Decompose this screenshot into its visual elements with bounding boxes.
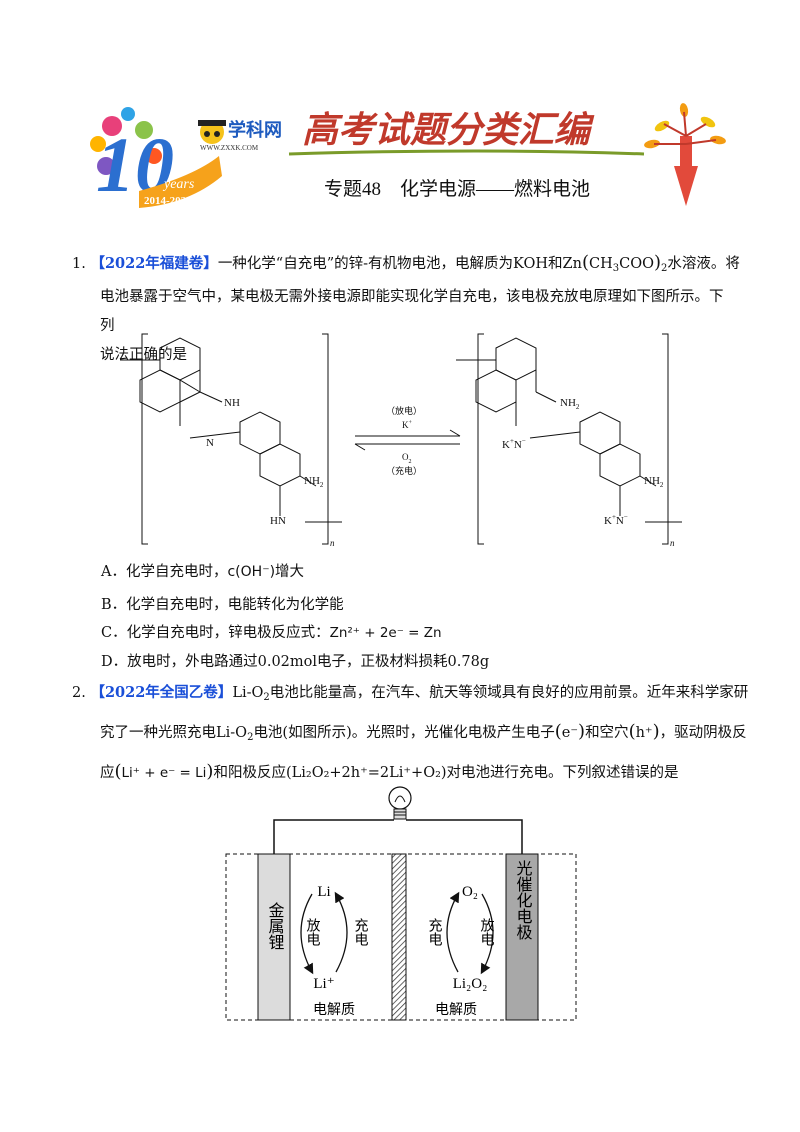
question-1: 1. 【2022年福建卷】一种化学“自充电”的锌-有机物电池，电解质为KOH和Z… <box>72 248 740 370</box>
electrolyte-right: 电解质 <box>435 1002 477 1018</box>
q2-line-2: 究了一种光照充电Li-O2电池(如图所示)。光照时，光催化电极产生电子(e⁻)和… <box>100 721 747 743</box>
battery-svg: 金属锂 光催化电极 Li Li⁺ 放电 充电 电解质 O₂ Li₂O₂ 充电 放… <box>225 786 577 1021</box>
species-li: Li <box>317 884 330 900</box>
left-discharge-label: 放电 <box>305 918 321 946</box>
q2-battery-diagram: 金属锂 光催化电极 Li Li⁺ 放电 充电 电解质 O₂ Li₂O₂ 充电 放… <box>224 782 580 1028</box>
banner-graphic: 10 years 2014-2023 学科网 WWW.ZXXK.COM 高考试题… <box>90 103 726 208</box>
q1-line-3: 说法正确的是 <box>100 347 187 363</box>
separator <box>391 853 407 1021</box>
right-amine-2: NH2 <box>644 475 664 489</box>
left-amine: NH2 <box>304 475 324 489</box>
left-hn: HN <box>270 515 286 527</box>
arrow-o2: O2 <box>402 452 412 465</box>
q1-number: 1. <box>72 256 86 272</box>
light-bulb-icon <box>388 786 412 820</box>
anniversary-logo: 10 years 2014-2023 <box>90 107 222 208</box>
q1-scheme-svg: NH N NH2 HN n NH2 K+N− NH2 K+N− n （放电） K… <box>120 333 682 548</box>
right-kn-1: K+N− <box>502 437 526 451</box>
arrow-charge: （充电） <box>386 465 422 476</box>
q1-option-b[interactable]: B．化学自充电时，电能转化为化学能 <box>101 597 344 613</box>
right-discharge-label: 放电 <box>479 918 495 946</box>
electrolyte-left: 电解质 <box>313 1002 355 1018</box>
left-imine: NH <box>224 397 240 409</box>
right-electrode-label: 光催化电极 <box>514 860 533 940</box>
question-2: 2. 【2022年全国乙卷】Li-O2电池比能量高，在汽车、航天等领域具有良好的… <box>72 676 749 790</box>
q1-line-2: 电池暴露于空气中，某电极无需外接电源即能实现化学自充电，该电极充放电原理如下图所… <box>100 289 724 334</box>
arrow-discharge: （放电） <box>386 405 422 416</box>
q1-scheme: NH N NH2 HN n NH2 K+N− NH2 K+N− n （放电） K… <box>110 326 690 555</box>
q1-text-c: 水溶液。将 <box>667 256 740 272</box>
right-charge-label: 充电 <box>427 918 443 946</box>
logo-text: 学科网 <box>228 119 282 140</box>
q2-line-3: 应(Li⁺ + e⁻ = Li)和阳极反应(Li₂O₂+2h⁺=2Li⁺+O₂)… <box>100 761 679 782</box>
q1-option-c[interactable]: C．化学自充电时，锌电极反应式：Zn²⁺ + 2e⁻ = Zn <box>101 625 442 641</box>
series-title: 高考试题分类汇编 <box>302 110 595 150</box>
right-amine: NH2 <box>560 397 580 411</box>
anniversary-word: years <box>162 177 195 192</box>
q1-koh: KOH <box>513 256 549 272</box>
species-li2o2: Li₂O₂ <box>453 976 488 992</box>
lithium-electrode <box>257 853 291 1021</box>
left-charge-label: 充电 <box>353 918 369 946</box>
left-electrode-label: 金属锂 <box>266 902 285 950</box>
left-n-sub: n <box>330 538 335 548</box>
anniversary-range: 2014-2023 <box>144 195 192 207</box>
q1-option-a[interactable]: A．化学自充电时，c(OH⁻)增大 <box>101 564 305 580</box>
species-o2: O₂ <box>462 884 478 900</box>
logo-url: WWW.ZXXK.COM <box>200 144 259 152</box>
species-li-ion: Li⁺ <box>313 976 334 992</box>
topic-title: 专题48 化学电源——燃料电池 <box>324 178 590 200</box>
q1-salt: Zn(CH3COO)2 <box>562 252 668 274</box>
arrow-k: K+ <box>402 420 413 430</box>
q1-option-d[interactable]: D．放电时，外电路通过0.02mol电子，正极材料损耗0.78g <box>101 654 490 670</box>
xkw-logo: 学科网 WWW.ZXXK.COM <box>198 119 282 152</box>
header-banner: 10 years 2014-2023 学科网 WWW.ZXXK.COM 高考试题… <box>84 96 734 220</box>
q1-source: 【2022年福建卷】 <box>90 255 218 272</box>
pencil-tree-icon <box>644 103 726 206</box>
q1-line-1: 1. 【2022年福建卷】一种化学“自充电”的锌-有机物电池，电解质为KOH和Z… <box>72 248 740 283</box>
right-n-sub: n <box>670 538 675 548</box>
q1-text-b: 和 <box>548 256 563 272</box>
photocatalytic-electrode <box>505 853 539 1021</box>
q2-line-1: 2. 【2022年全国乙卷】Li-O2电池比能量高，在汽车、航天等领域具有良好的… <box>72 684 749 703</box>
right-kn-2: K+N− <box>604 513 628 527</box>
q1-text-a: 一种化学“自充电”的锌-有机物电池，电解质为 <box>217 256 514 272</box>
left-n: N <box>206 437 214 449</box>
